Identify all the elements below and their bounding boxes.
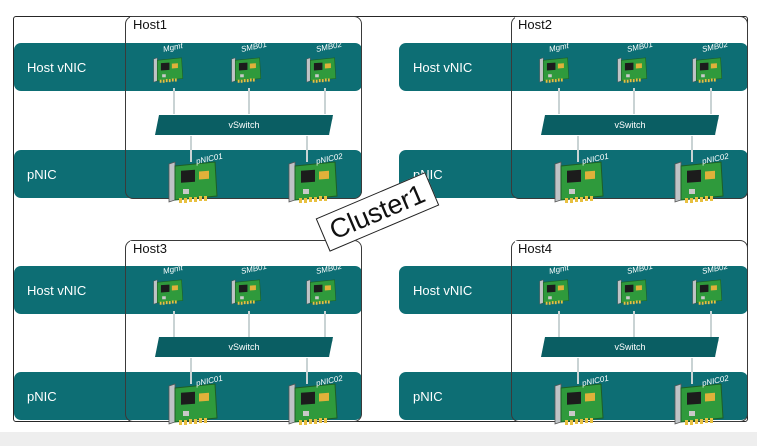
pnic-card-pnic01-icon bbox=[549, 160, 605, 204]
host1-title: Host1 bbox=[130, 17, 170, 32]
host1-box bbox=[125, 16, 362, 199]
host3-vnic-band bbox=[14, 266, 362, 314]
bottom-strip bbox=[0, 432, 757, 446]
vnic-card-smb02-icon bbox=[689, 56, 723, 84]
host4-vnic-label: Host vNIC bbox=[413, 283, 473, 298]
pnic-card-pnic02-icon bbox=[283, 160, 339, 204]
vnic-card-smb02-icon bbox=[689, 278, 723, 306]
pnic-card-pnic01-icon bbox=[549, 382, 605, 426]
vnic-card-smb01-icon bbox=[228, 56, 262, 84]
vnic-card-mgmt-icon bbox=[150, 56, 184, 84]
host4-pnic-label: pNIC bbox=[413, 389, 443, 404]
host2-vswitch: vSwitch bbox=[541, 115, 719, 135]
vnic-card-smb02-icon bbox=[303, 56, 337, 84]
pnic-card-pnic01-icon bbox=[163, 160, 219, 204]
host3-box bbox=[125, 240, 362, 422]
host2-vnic-band bbox=[399, 43, 748, 91]
vnic-card-smb01-icon bbox=[614, 278, 648, 306]
cluster-boundary bbox=[13, 16, 748, 422]
host2-title: Host2 bbox=[515, 17, 555, 32]
vnic-card-mgmt-icon bbox=[536, 56, 570, 84]
host4-vnic-band bbox=[399, 266, 748, 314]
pnic-card-pnic02-icon bbox=[283, 382, 339, 426]
vnic-card-smb02-icon bbox=[303, 278, 337, 306]
host1-vswitch: vSwitch bbox=[155, 115, 333, 135]
host3-vswitch: vSwitch bbox=[155, 337, 333, 357]
host1-pnic-label: pNIC bbox=[27, 167, 57, 182]
host1-vnic-band bbox=[14, 43, 362, 91]
host2-box bbox=[511, 16, 748, 199]
vnic-card-mgmt-icon bbox=[150, 278, 184, 306]
pnic-card-pnic01-icon bbox=[163, 382, 219, 426]
host3-vnic-label: Host vNIC bbox=[27, 283, 87, 298]
vnic-card-mgmt-icon bbox=[536, 278, 570, 306]
pnic-card-pnic02-icon bbox=[669, 160, 725, 204]
pnic-card-pnic02-icon bbox=[669, 382, 725, 426]
host3-pnic-label: pNIC bbox=[27, 389, 57, 404]
host4-vswitch: vSwitch bbox=[541, 337, 719, 357]
host2-vnic-label: Host vNIC bbox=[413, 60, 473, 75]
host1-vnic-label: Host vNIC bbox=[27, 60, 87, 75]
vnic-card-smb01-icon bbox=[228, 278, 262, 306]
host3-title: Host3 bbox=[130, 241, 170, 256]
host4-box bbox=[511, 240, 748, 422]
vnic-card-smb01-icon bbox=[614, 56, 648, 84]
host4-title: Host4 bbox=[515, 241, 555, 256]
